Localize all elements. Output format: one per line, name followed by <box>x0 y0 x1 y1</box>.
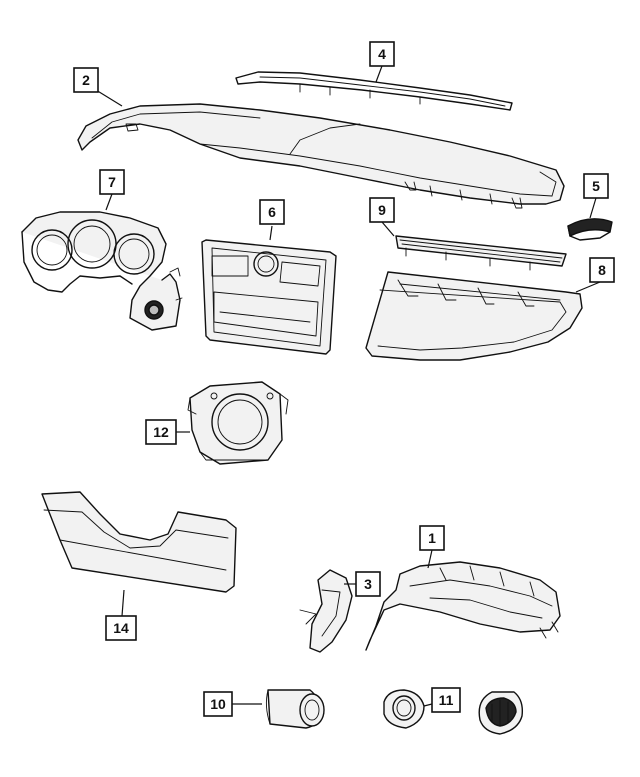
leader-11 <box>423 703 433 707</box>
part-4-defroster-bezel <box>235 71 513 111</box>
part-5-speaker-grille <box>567 218 613 241</box>
leader-8 <box>575 281 601 293</box>
callout-10: 10 <box>203 691 233 717</box>
part-11-clip <box>478 691 524 735</box>
callout-7: 7 <box>99 169 125 195</box>
callout-14: 14 <box>105 615 137 641</box>
callout-5-label: 5 <box>592 178 600 194</box>
part-6-center-bezel <box>201 239 337 355</box>
part-2-instrument-panel <box>77 103 565 209</box>
part-12-switch-bracket <box>187 381 289 465</box>
callout-10-label: 10 <box>210 696 226 712</box>
part-1-lower-support <box>365 561 561 651</box>
part-9-vent-strip <box>395 235 567 271</box>
leader-4 <box>375 65 383 83</box>
callout-1-label: 1 <box>428 530 436 546</box>
callout-12: 12 <box>145 419 177 445</box>
callout-8-label: 8 <box>598 262 606 278</box>
callout-9: 9 <box>369 197 395 223</box>
callout-14-label: 14 <box>113 620 129 636</box>
leader-lines <box>95 65 601 707</box>
callout-4: 4 <box>369 41 395 67</box>
part-14-knee-bolster <box>41 491 237 593</box>
callout-3-label: 3 <box>364 576 372 592</box>
leader-2 <box>95 89 123 107</box>
callout-9-label: 9 <box>378 202 386 218</box>
callout-1: 1 <box>419 525 445 551</box>
callout-2: 2 <box>73 67 99 93</box>
leader-9 <box>381 221 395 237</box>
callout-6-label: 6 <box>268 204 276 220</box>
leader-7 <box>105 193 113 211</box>
part-8-trim-panel <box>365 271 583 361</box>
part-3-duct-bracket <box>299 569 353 653</box>
part-11-grommet <box>383 689 425 729</box>
leader-5 <box>589 197 597 219</box>
callout-12-label: 12 <box>153 424 169 440</box>
callout-5: 5 <box>583 173 609 199</box>
callout-8: 8 <box>589 257 615 283</box>
callout-6: 6 <box>259 199 285 225</box>
part-7-cluster-bezel <box>21 211 183 331</box>
callout-11-label: 11 <box>439 692 454 708</box>
callout-3: 3 <box>355 571 381 597</box>
callout-7-label: 7 <box>108 174 116 190</box>
callout-11: 11 <box>431 687 461 713</box>
callout-4-label: 4 <box>378 46 386 62</box>
leader-6 <box>269 225 273 241</box>
leader-14 <box>121 589 125 617</box>
callout-2-label: 2 <box>82 72 90 88</box>
part-10-round-switch <box>265 689 325 729</box>
leader-1 <box>427 549 433 569</box>
